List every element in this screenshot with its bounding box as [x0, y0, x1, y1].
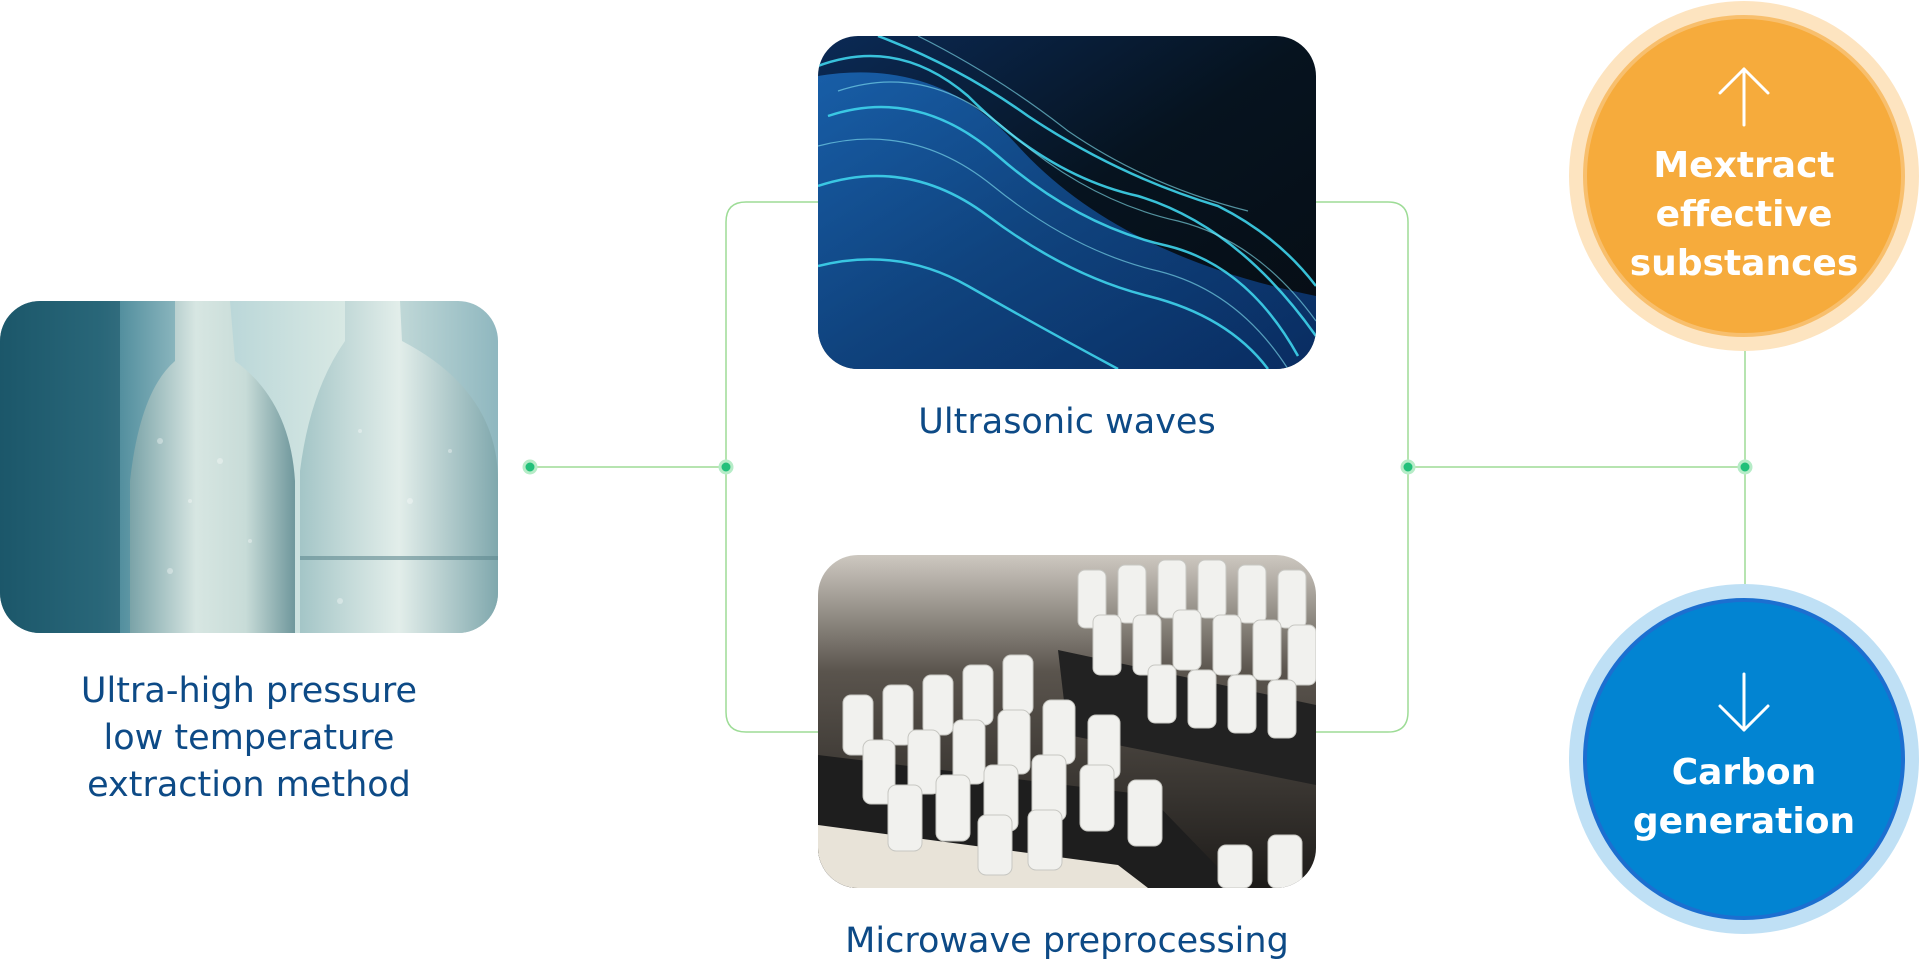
label-line: effective [1655, 193, 1833, 235]
ultrasonic-waves-photo [818, 36, 1316, 369]
caption-ultrasonic-waves: Ultrasonic waves [918, 402, 1216, 442]
extract-substances-circle: Mextract effective substances [1569, 1, 1919, 351]
bottles-photo [0, 301, 498, 633]
label-line: substances [1629, 242, 1859, 284]
node-dot [1737, 459, 1753, 475]
label-line: generation [1632, 801, 1856, 842]
arrow-down-icon [1718, 672, 1770, 732]
node-dot [522, 459, 538, 475]
microwave-tubes-photo [818, 555, 1316, 888]
caption-ultra-high-pressure: Ultra-high pressure low temperature extr… [0, 668, 498, 809]
caption-line: Ultra-high pressure [80, 671, 418, 711]
label-line: Carbon [1671, 752, 1817, 793]
caption-line: extraction method [87, 765, 411, 805]
caption-microwave-preprocessing: Microwave preprocessing [845, 921, 1289, 961]
node-dot [718, 459, 734, 475]
label-line: Mextract [1653, 144, 1835, 186]
node-dot [1400, 459, 1416, 475]
arrow-up-icon [1718, 67, 1770, 126]
carbon-label: Carbon generation [1633, 748, 1855, 846]
caption-line: low temperature [103, 718, 395, 758]
carbon-generation-circle: Carbon generation [1569, 584, 1919, 934]
extract-label: Mextract effective substances [1630, 141, 1859, 288]
